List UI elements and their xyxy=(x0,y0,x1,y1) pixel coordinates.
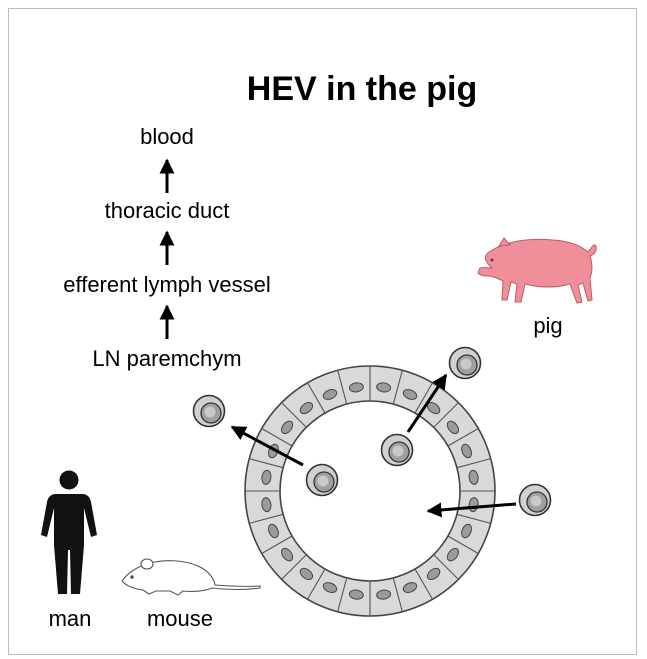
pig-label: pig xyxy=(533,313,562,338)
mouse-icon xyxy=(122,559,260,595)
lymphocyte-inside-left xyxy=(307,465,338,496)
man-label: man xyxy=(49,606,92,631)
lymphocyte-outside-right xyxy=(520,485,551,516)
diagram-title: HEV in the pig xyxy=(247,70,477,108)
lymphocyte-outside-left xyxy=(194,396,225,427)
hev-endothelial-ring xyxy=(245,366,495,616)
lymphocyte-inside-right xyxy=(382,435,413,466)
step-ln-parenchyma: LN paremchym xyxy=(92,346,241,371)
step-efferent-lymph-vessel: efferent lymph vessel xyxy=(63,272,270,297)
lymphocyte-outside-top xyxy=(450,348,481,379)
pig-icon xyxy=(478,238,596,303)
step-thoracic-duct: thoracic duct xyxy=(105,198,230,223)
mouse-label: mouse xyxy=(147,606,213,631)
step-blood: blood xyxy=(140,124,194,149)
man-icon xyxy=(41,471,97,595)
